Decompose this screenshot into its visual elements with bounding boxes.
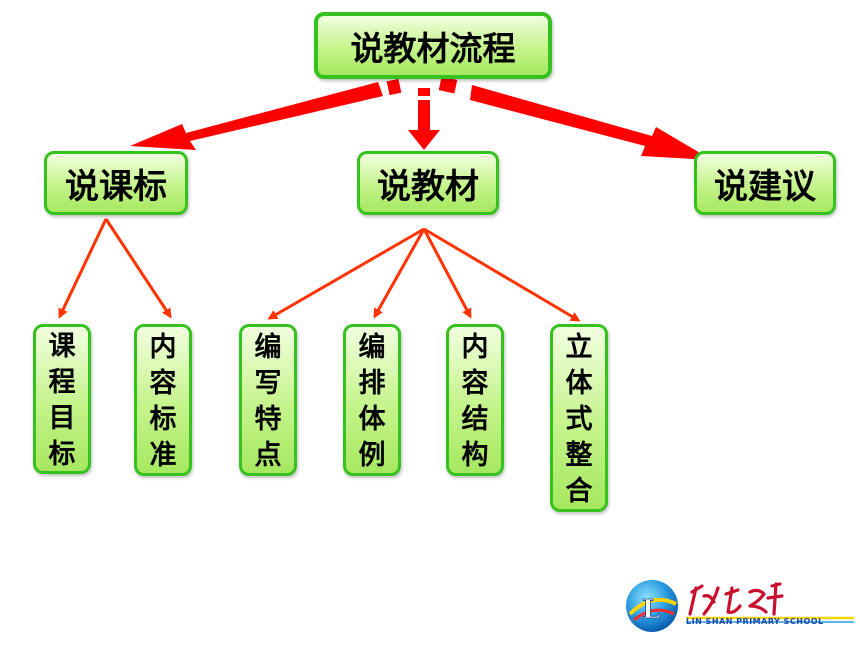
arrow-kebiao-to-leaf-1 [58,218,108,319]
arrow-jiaocai-to-leaf-3 [267,227,425,320]
logo-subtitle: LIN SHAN PRIMARY SCHOOL [686,617,824,626]
branch-node-jiaocai: 说教材 [357,151,499,215]
leaf-node-6: 立 体 式 整 合 [550,324,608,512]
branch-node-kebiao: 说课标 [44,151,188,215]
arrow-root-to-kebiao [130,78,402,150]
arrow-root-to-jianyi [438,76,712,160]
leaf-node-1: 课 程 目 标 [33,324,91,474]
branch-label: 说建议 [714,166,816,207]
school-logo: L [626,580,854,632]
branch-label: 说教材 [377,166,479,207]
leaf-node-3: 编 写 特 点 [239,324,297,476]
arrow-root-to-jiaocai [408,88,440,150]
arrow-jiaocai-to-leaf-4 [373,228,426,319]
globe-icon [626,580,678,632]
leaf-label: 课 程 目 标 [48,331,76,470]
leaf-node-2: 内 容 标 准 [134,324,192,476]
arrow-jiaocai-to-leaf-6 [423,227,581,322]
leaf-label: 内 容 结 构 [461,332,489,471]
arrow-jiaocai-to-leaf-5 [422,228,472,319]
root-label: 说教材流程 [350,28,516,68]
leaf-label: 内 容 标 准 [149,332,177,471]
root-node: 说教材流程 [314,12,552,79]
leaf-label: 立 体 式 整 合 [565,332,593,507]
arrow-kebiao-to-leaf-2 [104,218,172,319]
svg-text:L: L [642,595,660,625]
branch-node-jianyi: 说建议 [694,151,836,215]
leaf-node-5: 内 容 结 构 [446,324,504,476]
leaf-node-4: 编 排 体 例 [343,324,401,476]
branch-label: 说课标 [65,166,167,207]
leaf-label: 编 写 特 点 [254,332,282,471]
leaf-label: 编 排 体 例 [358,332,386,471]
